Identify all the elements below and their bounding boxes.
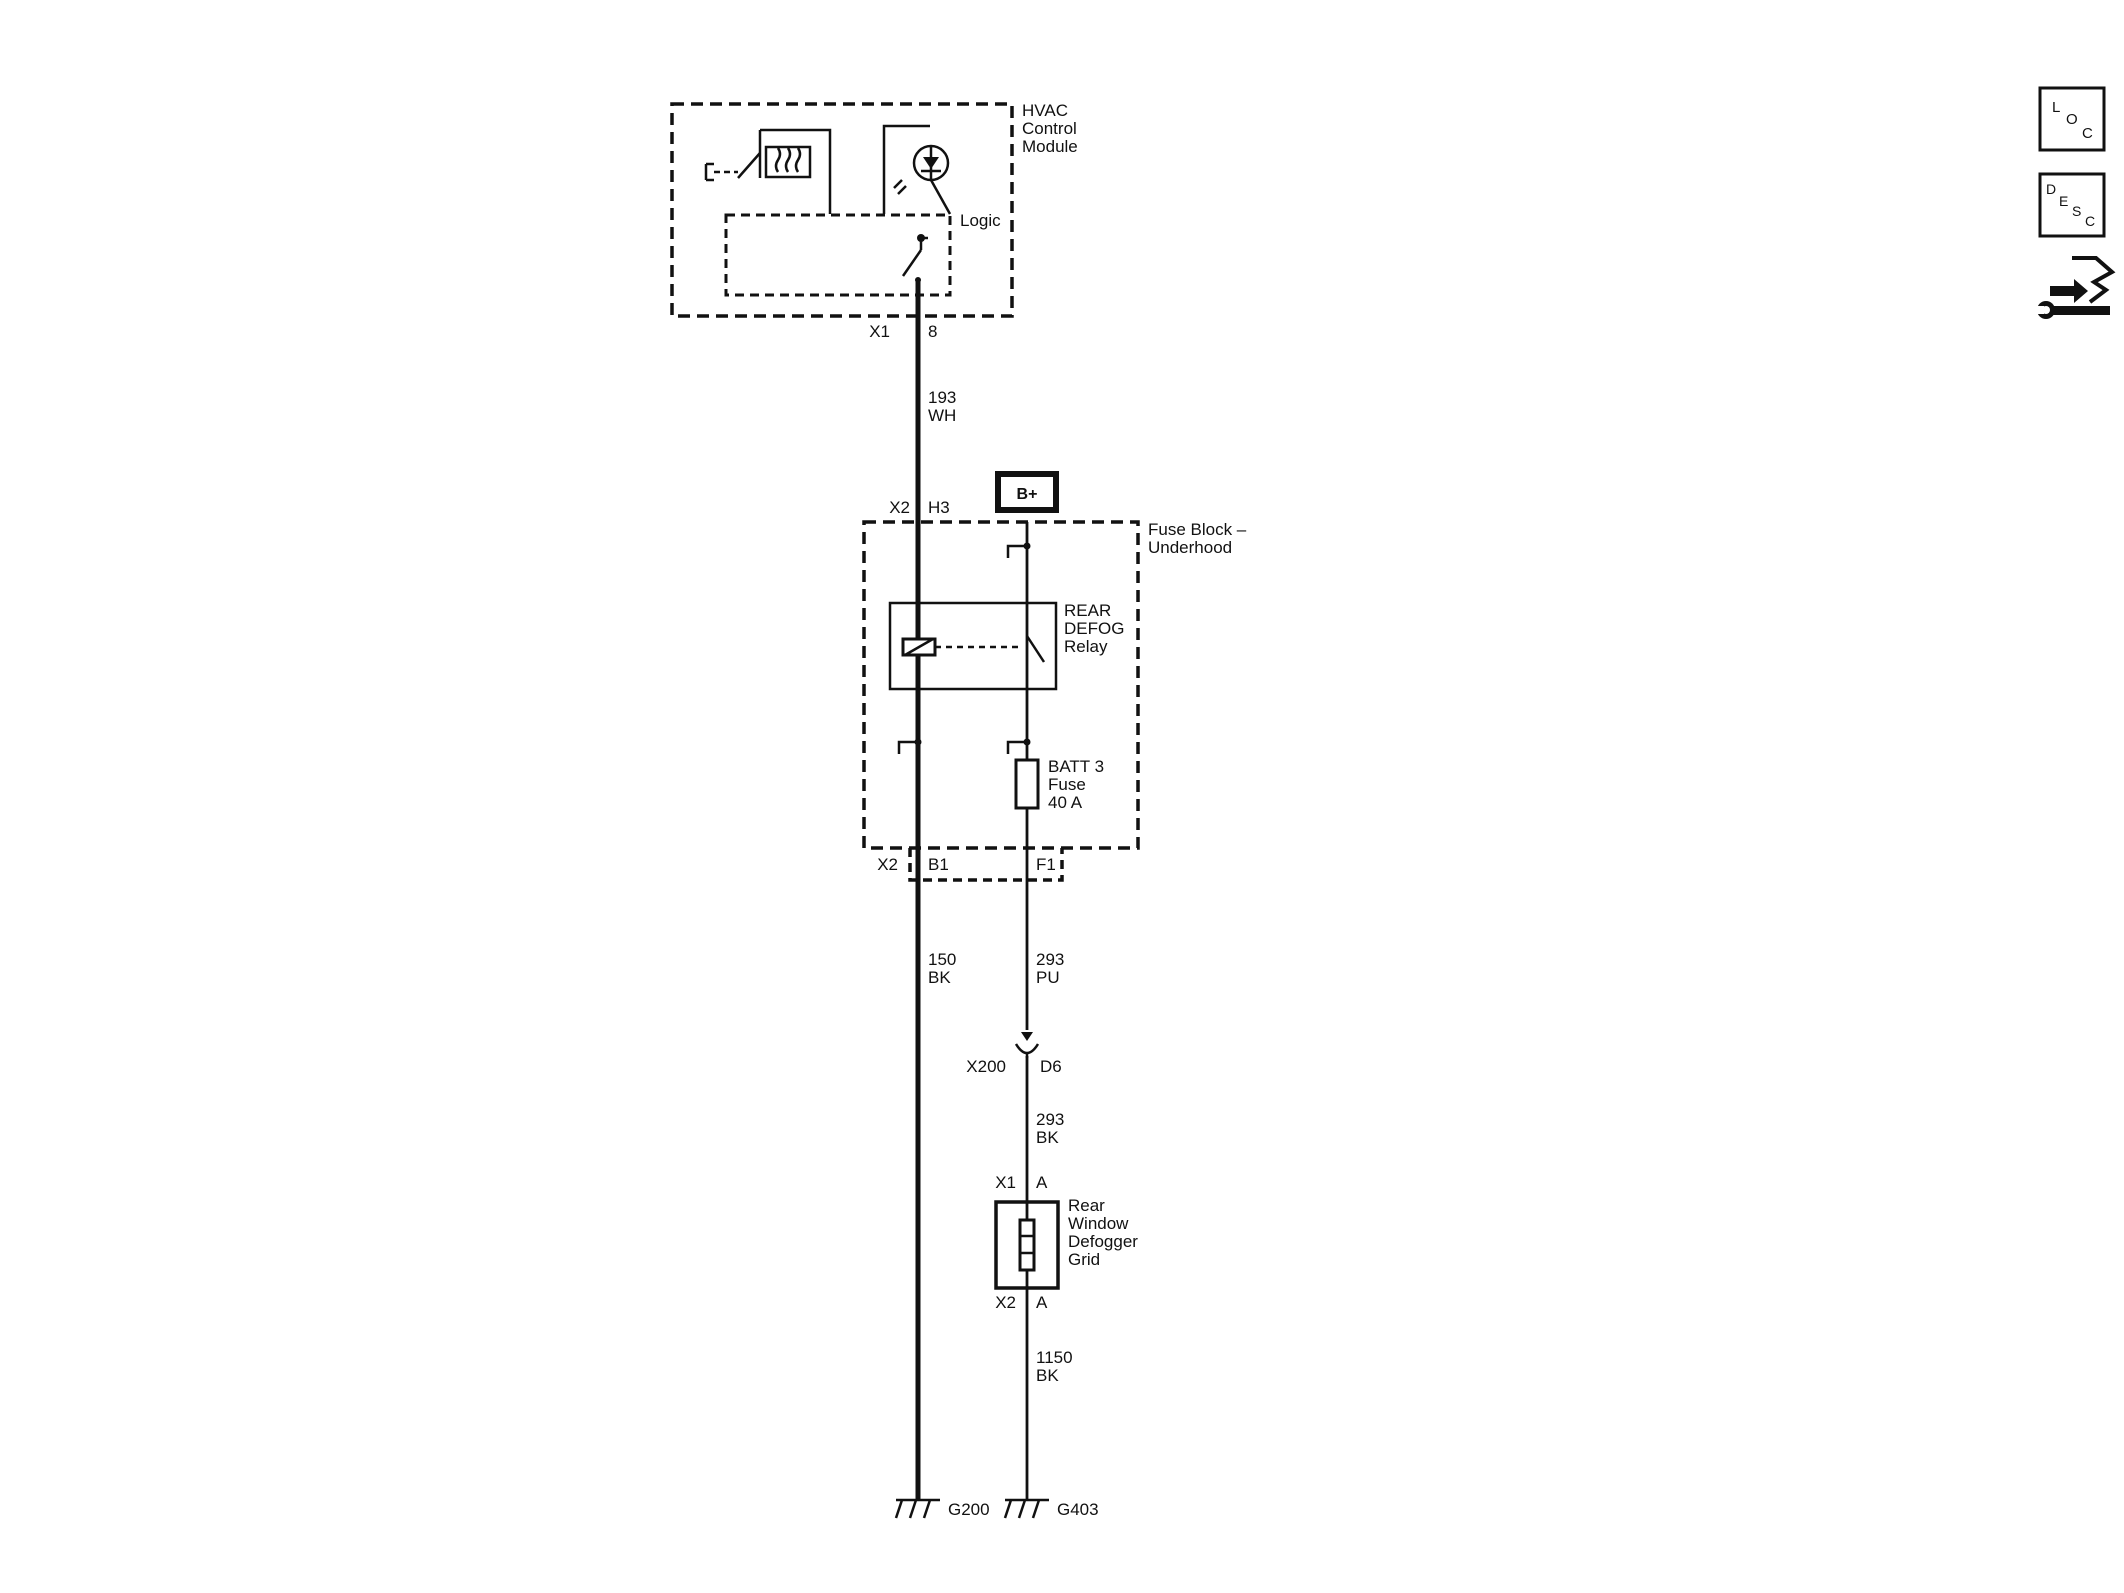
service-button[interactable] — [2036, 256, 2116, 319]
grid-label-line-3: Defogger — [1068, 1232, 1138, 1251]
fuse-block-top-connector: X2 — [889, 498, 910, 517]
wire-293-pu-color: PU — [1036, 968, 1060, 987]
relay-box — [888, 601, 1058, 691]
fuse-label-line-2: Fuse — [1048, 775, 1086, 794]
fuse-label-line-1: BATT 3 — [1048, 757, 1104, 776]
desc-letter-c: C — [2085, 213, 2095, 229]
location-button[interactable]: L O C — [2038, 86, 2106, 152]
grid-bottom-pin: A — [1036, 1293, 1048, 1312]
ground-g403[interactable]: G403 — [1003, 1498, 1099, 1519]
fuse-block-connector-boundary — [908, 848, 1064, 882]
ground-symbol-icon — [894, 1498, 940, 1519]
rear-defog-relay[interactable]: REAR DEFOG Relay — [888, 601, 1124, 691]
wire-150-circuit: 150 — [928, 950, 956, 969]
ground-symbol-icon — [1003, 1498, 1049, 1519]
service-wrench-icon — [2036, 256, 2116, 319]
hvac-connector: X1 — [869, 322, 890, 341]
fuse-label-line-3: 40 A — [1048, 793, 1083, 812]
wire-293-bk-circuit: 293 — [1036, 1110, 1064, 1129]
relay-label-line-3: Relay — [1064, 637, 1108, 656]
description-button[interactable]: D E S C — [2038, 172, 2106, 238]
defog-switch-icon — [704, 128, 832, 214]
location-icon — [2038, 86, 2106, 152]
batt3-fuse[interactable]: BATT 3 Fuse 40 A — [1014, 757, 1104, 812]
terminal-top-right-icon — [1006, 542, 1031, 558]
terminal-mid-left-icon — [897, 738, 922, 754]
fuse-block-bottom-pin-right: F1 — [1036, 855, 1056, 874]
x200-pin: D6 — [1040, 1057, 1062, 1076]
wire-193-color: WH — [928, 406, 956, 425]
desc-letter-e: E — [2059, 193, 2068, 209]
hvac-title-line-3: Module — [1022, 137, 1078, 156]
hvac-title-line-1: HVAC — [1022, 101, 1068, 120]
grid-bottom-connector: X2 — [995, 1293, 1016, 1312]
loc-letter-o: O — [2066, 111, 2078, 128]
logic-switch-icon — [901, 234, 928, 283]
relay-label-line-2: DEFOG — [1064, 619, 1124, 638]
heater-grid-icon — [1018, 1218, 1036, 1272]
fuse-block-boundary — [862, 520, 1140, 850]
wire-293-bk-color: BK — [1036, 1128, 1059, 1147]
desc-letter-d: D — [2046, 181, 2056, 197]
indicator-led-icon — [882, 124, 952, 215]
logic-boundary — [724, 213, 952, 297]
loc-letter-c: C — [2082, 125, 2093, 142]
loc-letter-l: L — [2052, 99, 2060, 116]
inline-connector-x200[interactable]: X200 D6 — [966, 1030, 1062, 1076]
battery-positive-box: B+ — [995, 471, 1059, 513]
fuse-block-bottom-pin-left: B1 — [928, 855, 949, 874]
fuse-block-title-line-2: Underhood — [1148, 538, 1232, 557]
description-icon — [2038, 172, 2106, 238]
grid-top-connector: X1 — [995, 1173, 1016, 1192]
fuse-icon — [1014, 758, 1040, 810]
connector-arrow-icon — [1021, 1032, 1033, 1041]
wire-293-pu-circuit: 293 — [1036, 950, 1064, 969]
grid-label-line-1: Rear — [1068, 1196, 1105, 1215]
relay-contact-icon — [1025, 635, 1046, 663]
rear-window-defogger-grid[interactable]: X1 A Rear Window Defogger Grid X2 A — [994, 1173, 1138, 1312]
grid-top-pin: A — [1036, 1173, 1048, 1192]
logic-label: Logic — [960, 211, 1001, 230]
hvac-title-line-2: Control — [1022, 119, 1077, 138]
wire-193-circuit: 193 — [928, 388, 956, 407]
b-plus-label: B+ — [1017, 486, 1038, 503]
fuse-block-top-pin: H3 — [928, 498, 950, 517]
x200-connector: X200 — [966, 1057, 1006, 1076]
hvac-module-boundary — [670, 102, 1014, 318]
grid-label-line-2: Window — [1068, 1214, 1129, 1233]
desc-letter-s: S — [2072, 203, 2081, 219]
ground-g200-label: G200 — [948, 1500, 990, 1519]
fuse-block-underhood[interactable]: Fuse Block – Underhood X2 H3 B+ REAR — [862, 471, 1247, 1500]
wire-1150-circuit: 1150 — [1036, 1348, 1073, 1367]
ground-g403-label: G403 — [1057, 1500, 1099, 1519]
wire-150-color: BK — [928, 968, 951, 987]
hvac-pin: 8 — [928, 322, 937, 341]
ground-g200[interactable]: G200 — [894, 1498, 990, 1519]
relay-label-line-1: REAR — [1064, 601, 1111, 620]
wire-1150-color: BK — [1036, 1366, 1059, 1385]
fuse-block-title-line-1: Fuse Block – — [1148, 520, 1247, 539]
terminal-mid-right-icon — [1006, 738, 1031, 754]
grid-label-line-4: Grid — [1068, 1250, 1100, 1269]
fuse-block-bottom-connector: X2 — [877, 855, 898, 874]
hvac-control-module[interactable]: HVAC Control Module Logic X1 8 — [670, 101, 1078, 341]
